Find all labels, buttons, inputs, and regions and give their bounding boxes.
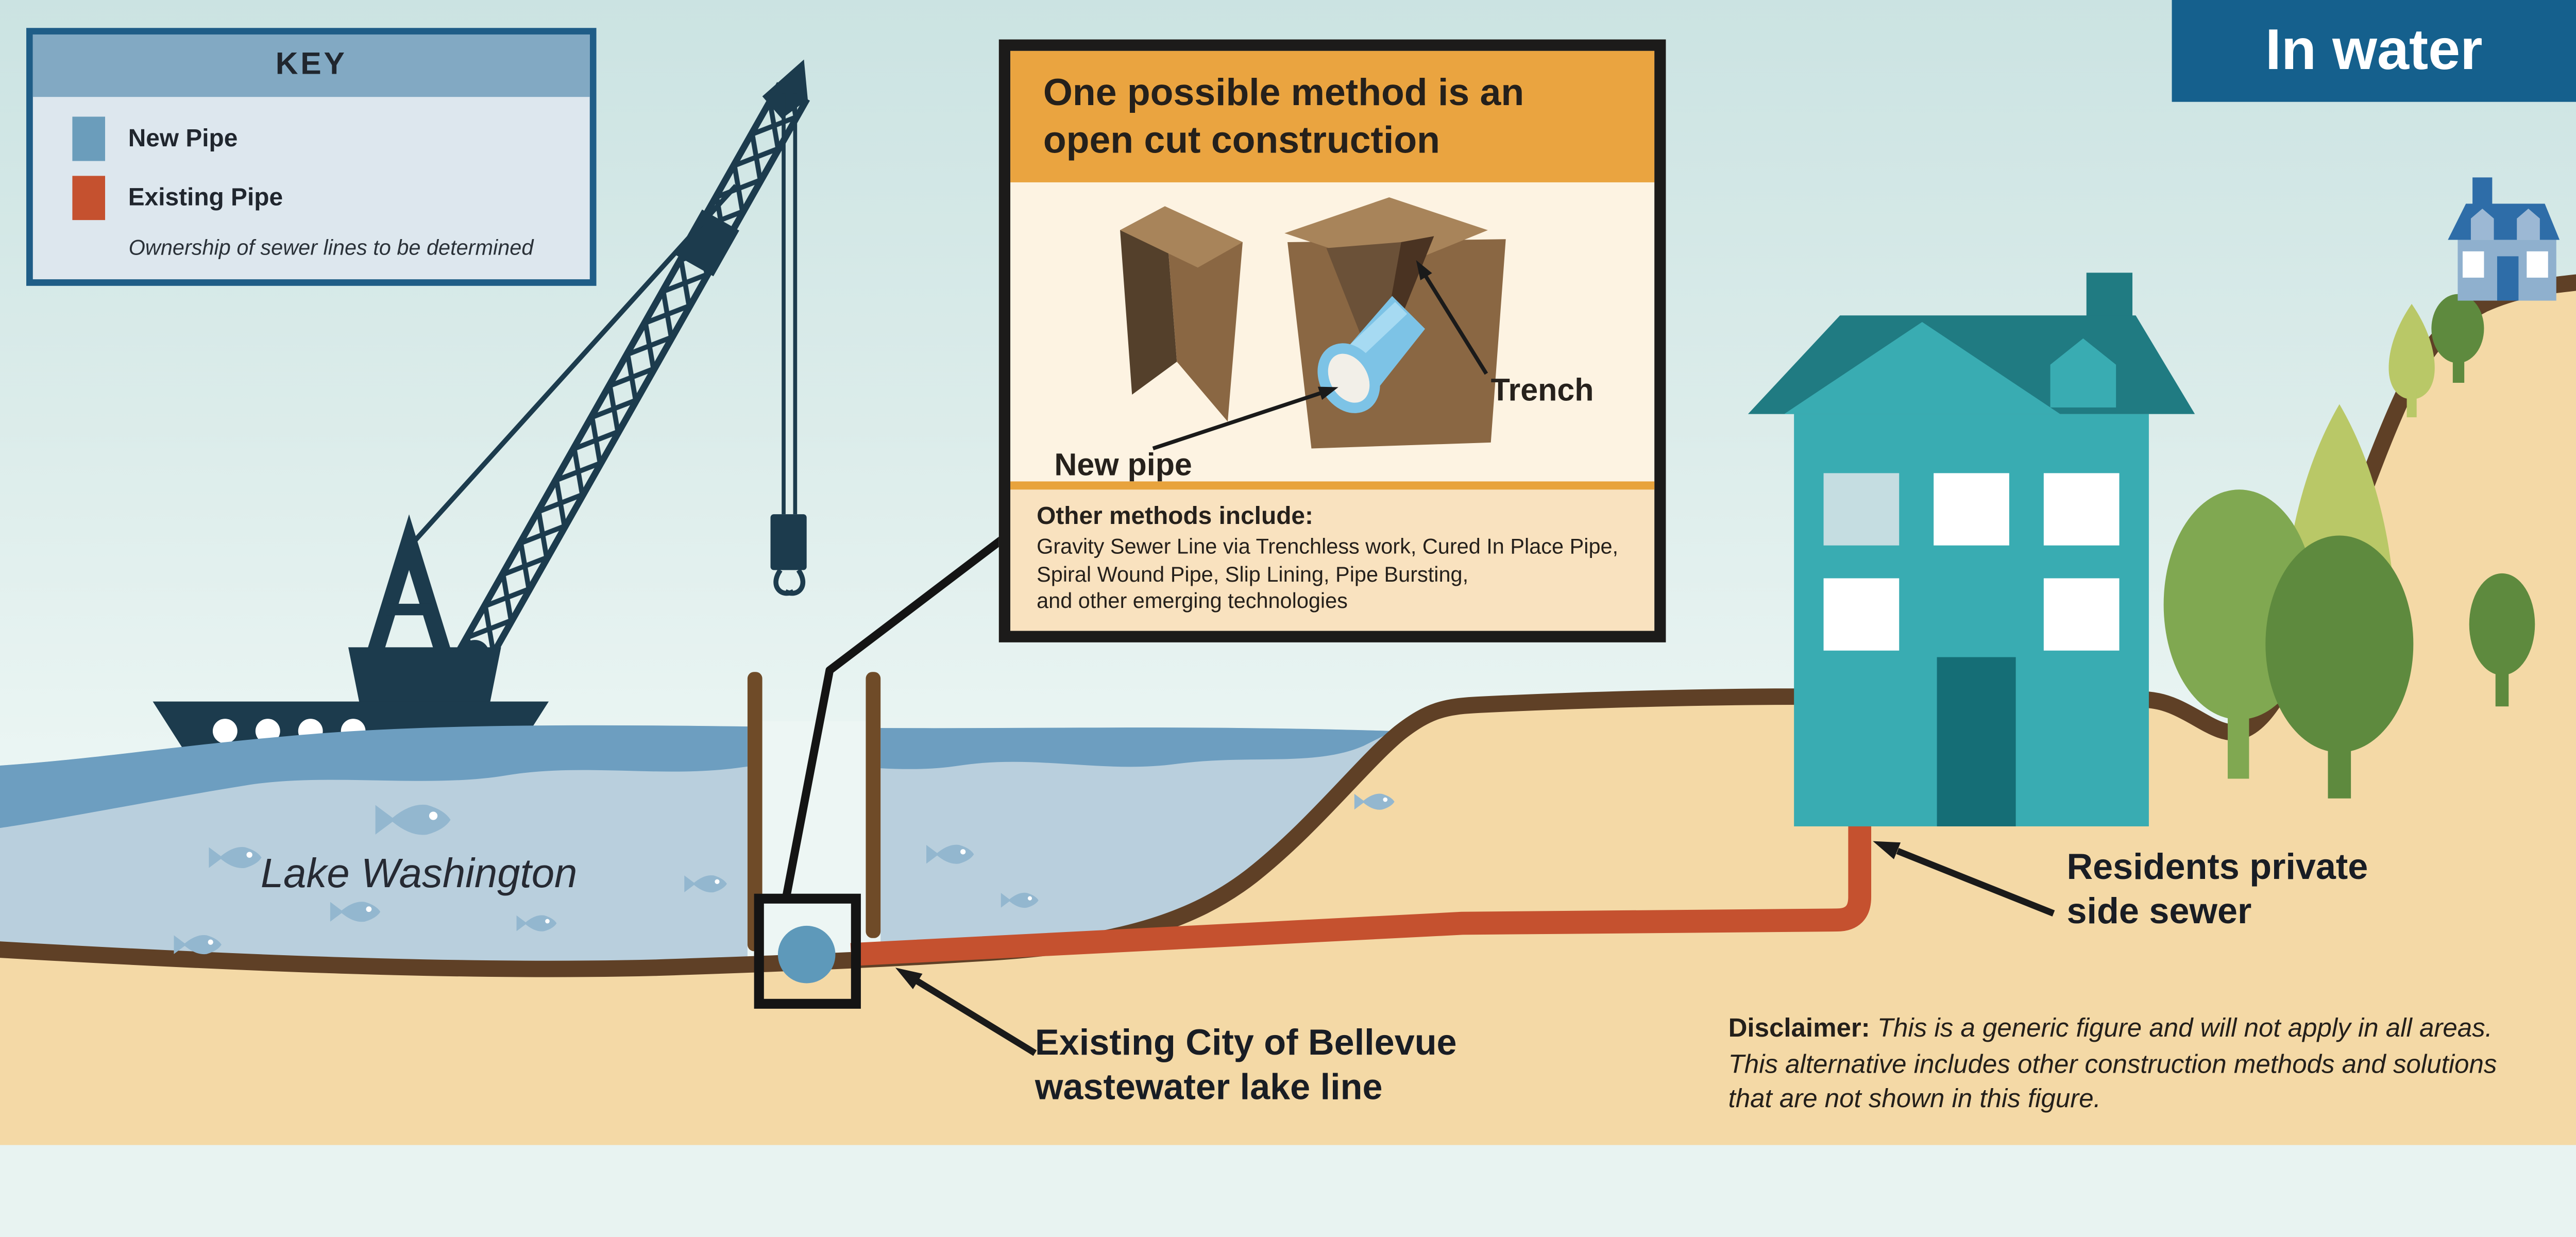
small-house-roof [2448,204,2560,240]
inset-title-line1: One possible method is an [1043,71,1524,114]
infographic-canvas: KEY New Pipe Existing Pipe Ownership of … [0,0,2576,1145]
dormer-icon [2050,338,2116,408]
banner-title: In water [2265,18,2483,82]
legend-key: KEY New Pipe Existing Pipe Ownership of … [26,28,597,286]
house-gable [1784,322,2060,414]
door-icon [1937,657,2016,826]
other-methods-line: Spiral Wound Pipe, Slip Lining, Pipe Bur… [1037,561,1469,586]
trench-soil-block [1284,197,1488,269]
new-pipe-swatch [72,116,106,161]
crane-barge-icon [152,59,810,761]
window-icon [2462,251,2484,278]
inset-header: One possible method is an open cut const… [1010,50,1655,182]
tree-icon [2431,294,2484,383]
window-icon [1823,578,1900,651]
side-sewer-arrow [1873,841,2055,917]
window-icon [2527,251,2548,278]
existing-lake-line-label: Existing City of Bellevue wastewater lak… [1035,1020,1457,1109]
hill-trees-group [2388,294,2535,707]
new-pipe-circle [777,925,836,984]
water-surface-band [0,725,1394,828]
trench-soil-block [1120,206,1177,395]
dormer-icon [2470,208,2494,240]
trees-group [2163,404,2414,799]
existing-pipe-arrow [895,968,1037,1056]
crane-backstay-cable [407,184,738,549]
construction-method-inset: One possible method is an open cut const… [998,39,1666,642]
key-item-label: New Pipe [128,125,238,153]
other-methods-heading: Other methods include: [1037,502,1313,531]
crane-hook-block [770,514,807,570]
new-pipe-leader-line [781,532,1010,903]
side-sewer-label: Residents private side sewer [2066,844,2368,933]
window-icon [1823,473,1900,546]
window-icon [2043,473,2120,546]
house-icon [1748,273,2195,826]
trench-illustration: New pipe Trench [1054,197,1594,482]
dormer-icon [2517,208,2540,240]
trench-pointer-arrow [1416,260,1488,375]
tree-icon [2388,303,2435,417]
disclaimer-line2: This alternative includes other construc… [1728,1050,2497,1079]
inset-title-line2: open cut construction [1043,118,1440,161]
window-icon [1934,473,2009,546]
existing-pipe-swatch [72,176,106,221]
key-item-label: Existing Pipe [128,184,283,212]
sheet-pile-post-icon [866,672,881,938]
key-item-new-pipe: New Pipe [72,116,589,161]
other-methods-line: and other emerging technologies [1037,588,1348,613]
lake-name-label: Lake Washington [260,851,578,897]
existing-pipe-line [850,818,1872,966]
disclaimer-line1: This is a generic figure and will not ap… [1877,1015,2493,1043]
crane-hoist-cable [782,93,798,515]
tree-icon [2469,573,2535,707]
tree-icon [2265,535,2414,799]
crane-hook-icon [773,568,806,596]
porthole-icon [255,719,280,743]
key-note: Ownership of sewer lines to be determine… [128,234,534,260]
key-item-existing-pipe: Existing Pipe [72,176,589,221]
other-methods-line: Gravity Sewer Line via Trenchless work, … [1037,534,1619,559]
key-title: KEY [32,34,590,97]
trench-label: Trench [1491,372,1594,408]
inset-footer: Other methods include: Gravity Sewer Lin… [1010,481,1655,630]
crane-a-frame [366,514,452,656]
door-icon [2497,256,2519,301]
side-sewer-label-line1: Residents private [2066,846,2368,887]
connection-box [754,893,861,1009]
existing-lake-line-label-line1: Existing City of Bellevue [1035,1022,1457,1063]
trench-soil-block [1120,206,1243,268]
side-sewer-label-line2: side sewer [2066,890,2252,932]
disclaimer-text: Disclaimer: This is a generic figure and… [1728,1012,2558,1118]
window-icon [2043,578,2120,651]
disclaimer-heading: Disclaimer: [1728,1015,1870,1043]
in-water-banner: In water [2172,0,2576,102]
sheet-pile-post-icon [747,672,762,952]
porthole-icon [212,719,238,743]
crane-cab [348,647,501,705]
disclaimer-line3: that are not shown in this figure. [1728,1086,2101,1114]
existing-lake-line-label-line2: wastewater lake line [1035,1066,1383,1108]
underground-sand [0,282,2576,1145]
small-house-icon [2448,177,2560,301]
new-pipe-pointer-arrow [1152,386,1338,451]
new-pipe-label: New pipe [1054,447,1192,482]
scene-illustration [0,59,2576,1145]
